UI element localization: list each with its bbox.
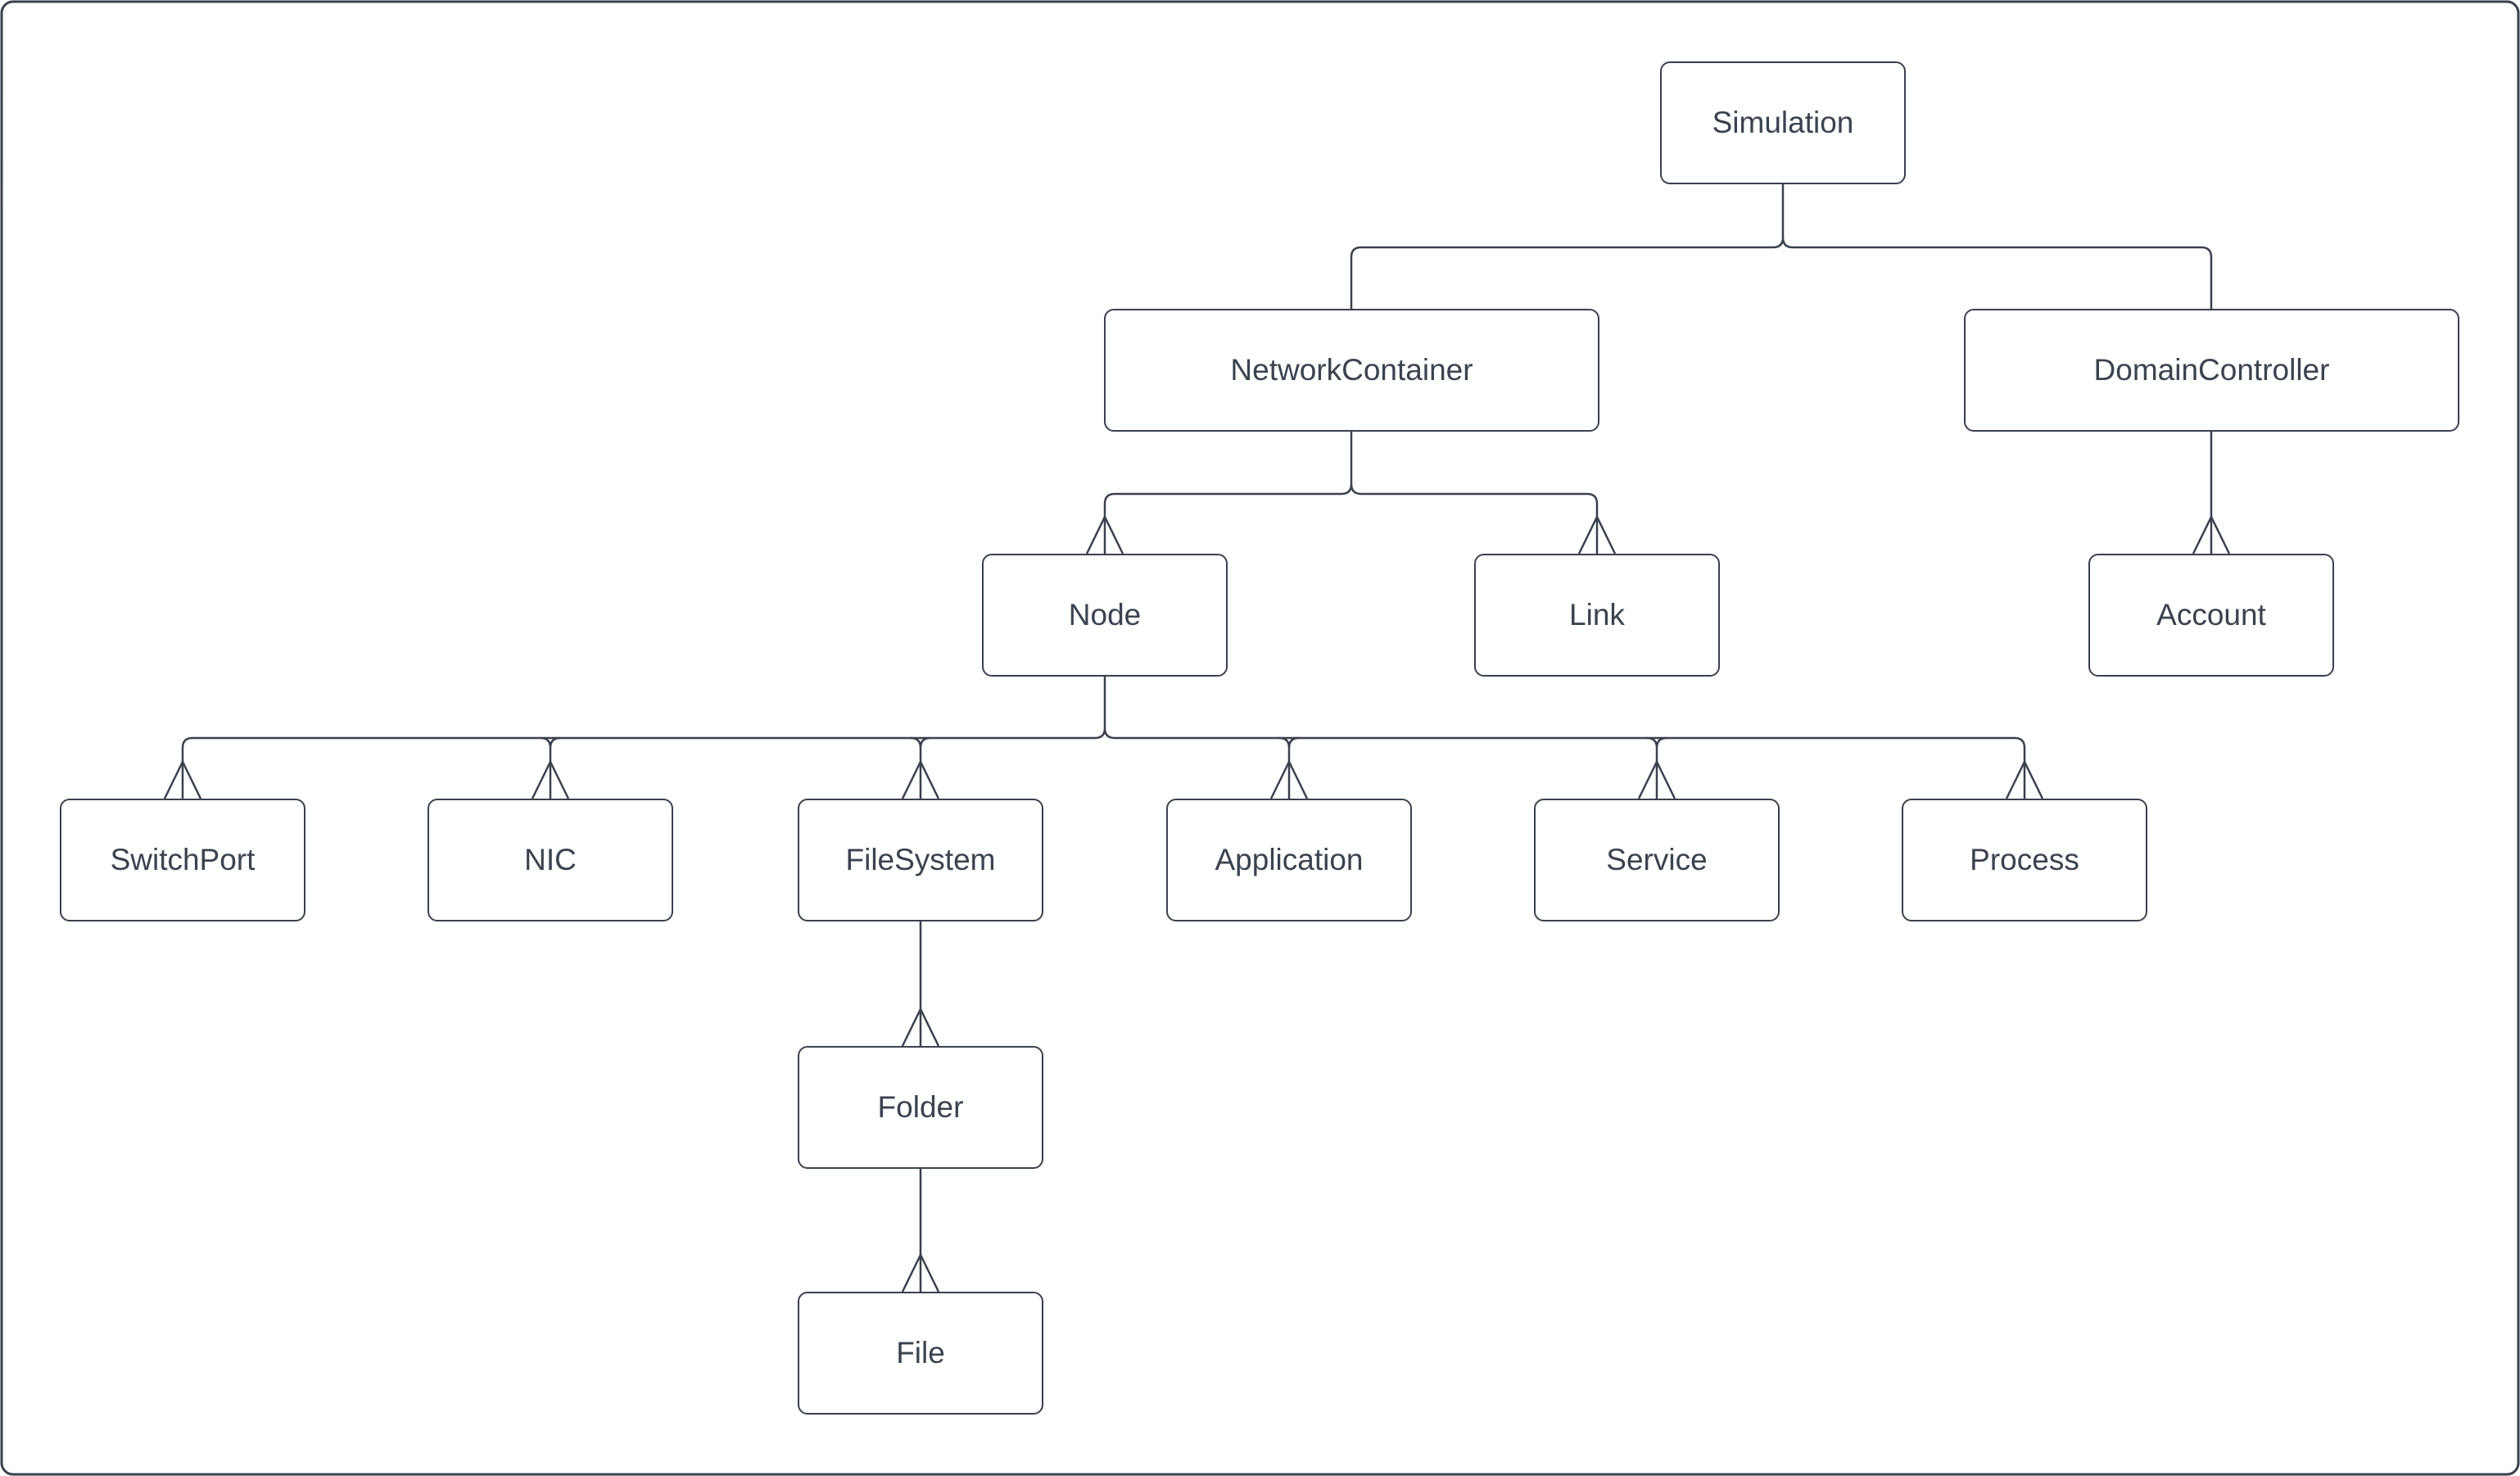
open-arrowhead-link	[1577, 516, 1617, 555]
node-box-service: Service	[1534, 799, 1780, 921]
open-arrowhead-node	[1085, 516, 1124, 555]
node-label-service: Service	[1606, 843, 1708, 876]
edge-node-children	[163, 677, 2044, 799]
node-label-process: Process	[1970, 843, 2079, 876]
open-arrowhead-account	[2192, 516, 2231, 555]
node-label-application: Application	[1215, 843, 1364, 876]
node-box-link: Link	[1474, 554, 1720, 677]
open-arrowhead-nic	[531, 761, 570, 799]
node-label-switchport: SwitchPort	[110, 843, 256, 876]
edge-simulation-children	[1350, 184, 2213, 309]
node-label-simulation: Simulation	[1712, 106, 1854, 139]
node-box-file: File	[798, 1292, 1043, 1415]
node-label-node: Node	[1068, 598, 1142, 632]
edge-domaincontroller-account	[2192, 432, 2231, 555]
node-box-simulation: Simulation	[1660, 61, 1906, 184]
open-arrowhead-process	[2005, 761, 2044, 799]
edge-networkcontainer-children	[1085, 432, 1617, 555]
edge-folder-file	[901, 1169, 940, 1293]
node-label-nic: NIC	[524, 843, 577, 876]
node-label-networkcontainer: NetworkContainer	[1230, 353, 1473, 387]
node-label-account: Account	[2156, 598, 2266, 632]
open-arrowhead-service	[1637, 761, 1676, 799]
node-box-filesystem: FileSystem	[798, 799, 1043, 921]
node-label-file: File	[896, 1336, 945, 1370]
open-arrowhead-switchport	[163, 761, 202, 799]
node-label-folder: Folder	[877, 1090, 964, 1124]
open-arrowhead-folder	[901, 1008, 940, 1047]
node-box-networkcontainer: NetworkContainer	[1104, 309, 1599, 432]
open-arrowhead-application	[1269, 761, 1309, 799]
node-box-process: Process	[1902, 799, 2147, 921]
node-box-application: Application	[1166, 799, 1412, 921]
node-box-switchport: SwitchPort	[60, 799, 305, 921]
node-label-link: Link	[1569, 598, 1625, 632]
node-label-domaincontroller: DomainController	[2093, 353, 2330, 387]
node-box-domaincontroller: DomainController	[1964, 309, 2459, 432]
node-box-folder: Folder	[798, 1046, 1043, 1169]
edge-filesystem-folder	[901, 921, 940, 1047]
node-label-filesystem: FileSystem	[845, 843, 996, 876]
node-box-nic: NIC	[428, 799, 673, 921]
open-arrowhead-file	[901, 1254, 940, 1293]
node-box-account: Account	[2088, 554, 2334, 677]
open-arrowhead-filesystem	[901, 761, 940, 799]
node-box-node: Node	[982, 554, 1228, 677]
